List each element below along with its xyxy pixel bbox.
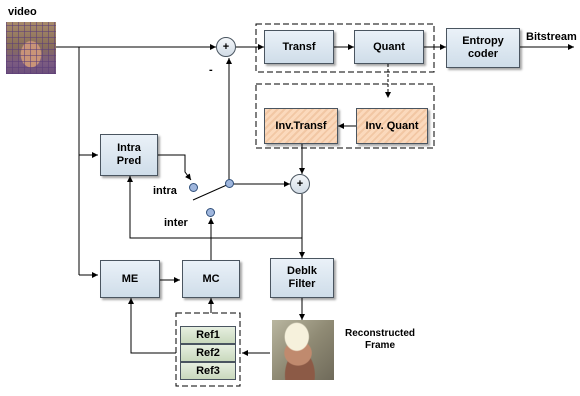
entropy-coder-block: Entropy coder [446,28,520,68]
minus-sign: - [209,64,213,76]
bitstream-label: Bitstream [526,31,577,43]
inter-switch-label: inter [164,217,188,229]
transf-block: Transf [264,30,334,64]
input-video-thumbnail [6,22,56,74]
residual-adder: + [216,37,236,57]
intra-pred-block: Intra Pred [100,134,158,176]
me-block: ME [100,260,160,298]
quant-block: Quant [354,30,424,64]
ref-frame-1: Ref1 [180,326,236,344]
ref-buffer-outline [175,312,241,387]
inter-switch-node [206,208,215,217]
deblk-filter-block: Deblk Filter [270,258,334,298]
inv-transf-block: Inv.Transf [264,108,338,144]
ref-frame-2: Ref2 [180,344,236,362]
switch-pivot-node [225,179,234,188]
ref-frame-3: Ref3 [180,362,236,380]
input-video-label: video [8,6,37,18]
inv-quant-block: Inv. Quant [356,108,428,144]
reconstructed-frame-label: Reconstructed Frame [344,328,415,351]
intra-switch-node [189,183,198,192]
intra-switch-label: intra [153,185,177,197]
mc-block: MC [182,260,240,298]
inverse-group-outline [255,83,435,149]
reconstructed-frame-thumbnail [272,320,334,380]
reconstruction-adder: + [290,174,310,194]
transform-group-outline [255,23,435,73]
